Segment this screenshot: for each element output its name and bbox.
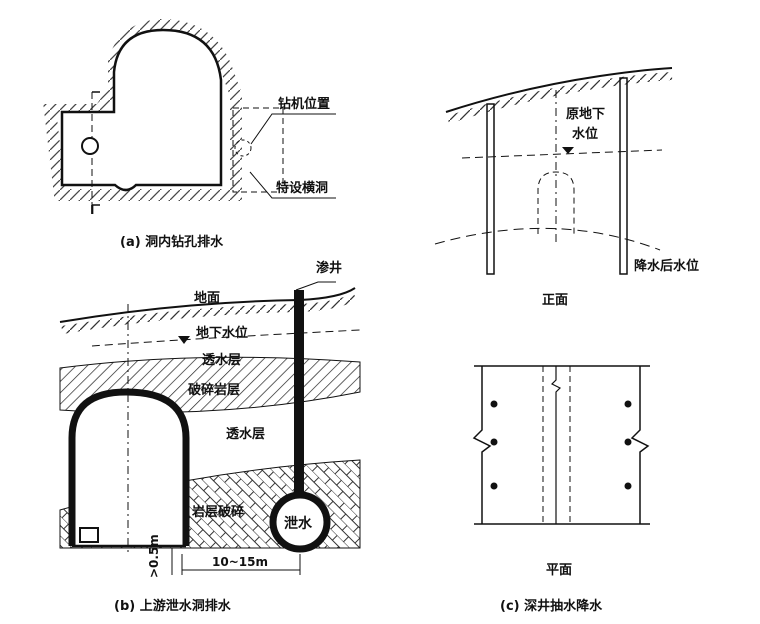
panel-a-caption: (a) 洞内钻孔排水 (120, 234, 224, 250)
panel-c-plan-right-edge (630, 366, 650, 524)
panel-c-original-water-level (461, 149, 663, 159)
panel-a-cross-tunnel-dashed (232, 107, 284, 193)
panel-c-plan-left-edge (472, 366, 492, 524)
panel-b-seepage-well (294, 290, 304, 496)
panel-a-drill-position-label: 钻机位置 (278, 96, 330, 112)
panel-c-plan-well (624, 438, 632, 446)
panel-c-plan-well (624, 400, 632, 408)
panel-c-right-well (619, 77, 628, 275)
panel-b-groundwater-line (91, 329, 361, 347)
panel-c-front-title: 正面 (542, 293, 568, 308)
panel-c-ground-surface (445, 67, 673, 113)
panel-c-plan-well (490, 400, 498, 408)
panel-c-plan-title: 平面 (546, 563, 572, 578)
panel-c-plan-well (624, 482, 632, 490)
panel-a-drill-machine (234, 139, 252, 157)
panel-b-seepage-well-label: 渗井 (316, 260, 342, 276)
panel-c-front-tunnel (537, 171, 575, 234)
panel-c-front-view: 原地下 水位 降水后水位 正面 (434, 67, 699, 308)
panel-b-drainage-tunnel: 泄水 10~15m >0.5m 渗井 地面 地下水位 透水层 破碎岩层 透水层 … (59, 260, 361, 614)
panel-a-section-mark: I (90, 203, 94, 217)
panel-b-permeable-upper-label: 透水层 (202, 352, 241, 368)
panel-b-permeable-lower-label: 透水层 (226, 426, 265, 442)
panel-b-vertical-dim-label: >0.5m (147, 534, 161, 578)
panel-b-drain-tunnel (269, 491, 331, 553)
panel-b-ground-surface (59, 287, 356, 323)
panel-b-main-tunnel (68, 388, 190, 546)
panel-c-left-well (486, 103, 495, 275)
panel-b-fractured-rock-label: 岩层破碎 (191, 504, 244, 520)
panel-b-ground-label: 地面 (194, 290, 220, 306)
panel-c-lowered-water-label: 降水后水位 (634, 258, 699, 274)
panel-a-tunnel-outline (60, 28, 223, 192)
panel-c-plan-view: 平面 (c) 深井抽水降水 (472, 365, 650, 614)
panel-a-tunnel-drilling: I 钻机位置 特设横洞 (a) 洞内钻孔排水 (43, 18, 336, 250)
panel-a-drill-hole (81, 137, 99, 155)
panel-c-plan-well (490, 482, 498, 490)
panel-b-caption: (b) 上游泄水洞排水 (114, 598, 232, 614)
panel-b-horizontal-dim-label: 10~15m (212, 555, 268, 569)
panel-b-groundwater-label: 地下水位 (196, 325, 248, 341)
panel-c-plan-well (490, 438, 498, 446)
panel-a-special-cross-tunnel-label: 特设横洞 (276, 180, 328, 196)
panel-b-drain-tunnel-label: 泄水 (284, 515, 313, 532)
panel-c-caption: (c) 深井抽水降水 (500, 598, 603, 614)
panel-c-lowered-water-level (434, 227, 661, 251)
panel-b-broken-rock-label: 破碎岩层 (188, 382, 240, 398)
panel-c-original-water-label-2: 水位 (572, 126, 598, 142)
panel-c-original-water-label-1: 原地下 (566, 106, 605, 122)
panel-a-rock-hatching (43, 18, 242, 201)
